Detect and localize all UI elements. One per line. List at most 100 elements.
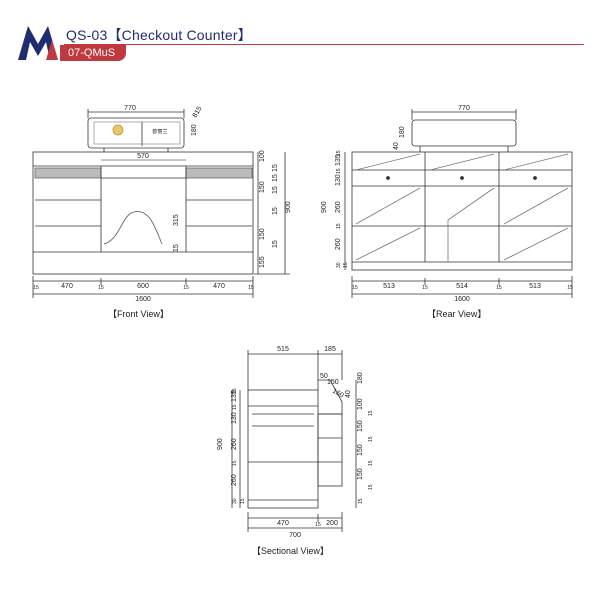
front-view-caption: 【Front View】 — [108, 309, 169, 319]
section-ldim-7: 30 — [232, 498, 238, 504]
rear-bdim-4: 15 — [496, 285, 502, 291]
front-top-h2: 180 — [191, 124, 198, 136]
rear-total-width: 1600 — [454, 296, 470, 303]
front-bdim-1: 470 — [61, 283, 73, 290]
section-rdim-5: 15 — [368, 436, 374, 442]
section-slope-0: 50 — [320, 373, 328, 380]
front-vdim-6: 15 — [272, 207, 279, 215]
section-body — [247, 389, 319, 509]
model-badge: 07-QMuS — [60, 45, 126, 61]
front-logo-icon — [112, 124, 124, 136]
section-ldim-5: 15 — [232, 460, 238, 466]
rear-bdim-0: 15 — [352, 285, 358, 291]
front-vdim-5: 315 — [173, 214, 180, 226]
rear-ldim-4: 260 — [335, 201, 342, 213]
section-ldim-6: 260 — [231, 474, 238, 486]
front-bdim-4: 15 — [183, 285, 189, 291]
front-vdim-3: 150 — [259, 181, 266, 193]
front-vdim-0: 100 — [259, 150, 266, 162]
front-vdim-8: 15 — [272, 240, 279, 248]
front-bdim-6: 15 — [248, 285, 254, 291]
section-slope-1: 150 — [327, 379, 339, 386]
section-rdim-3: 15 — [368, 410, 374, 416]
rear-height-total: 900 — [321, 201, 328, 213]
front-vdim-10: 15 — [173, 244, 180, 252]
rear-body — [351, 151, 573, 271]
front-vdim-7: 150 — [259, 228, 266, 240]
section-ldim-3: 130 — [231, 412, 238, 424]
rear-top-dim-1: 180 — [399, 126, 406, 138]
section-bdim-1: 15 — [315, 522, 321, 528]
front-bdim-0: 15 — [33, 285, 39, 291]
front-bdim-2: 15 — [98, 285, 104, 291]
rear-bdim-1: 513 — [383, 283, 395, 290]
section-top-dim-0: 515 — [277, 346, 289, 353]
section-slope-2: 160 — [331, 388, 345, 400]
rear-top-width: 770 — [458, 105, 470, 112]
front-top-glass — [93, 121, 181, 145]
page-title: QS-03【Checkout Counter】 — [66, 27, 252, 43]
front-inner-width: 570 — [137, 153, 149, 160]
rear-bdim-3: 514 — [456, 283, 468, 290]
rear-top-dim-0: 40 — [393, 142, 400, 150]
front-top-width: 770 — [124, 105, 136, 112]
dimension-labels: 770 815 180 欧丽兰 570 900 100 15 15 150 15… — [33, 105, 573, 539]
rear-bdim-6: 15 — [567, 285, 573, 291]
front-view — [32, 109, 290, 298]
header: QS-03【Checkout Counter】 07-QMuS — [0, 0, 600, 64]
front-top-logo-text: 欧丽兰 — [152, 128, 167, 135]
section-rdim-4: 150 — [357, 420, 364, 432]
section-total-depth: 700 — [289, 532, 301, 539]
front-bdim-3: 600 — [137, 283, 149, 290]
mountain-m-logo — [18, 26, 58, 60]
rear-ldim-6: 260 — [335, 238, 342, 250]
section-rdim-7: 15 — [368, 460, 374, 466]
sectional-view-caption: 【Sectional View】 — [252, 546, 329, 556]
rear-ldim-7: 30 — [336, 262, 342, 268]
section-height-total: 900 — [217, 438, 224, 450]
section-bdim-0: 470 — [277, 520, 289, 527]
section-ldim-8: 15 — [240, 498, 246, 504]
section-rear-shelf — [317, 413, 343, 487]
section-ldim-1: 135 — [231, 390, 238, 402]
front-top-unit — [87, 117, 185, 149]
front-right-band — [185, 167, 253, 179]
section-rdim-9: 15 — [368, 484, 374, 490]
section-ldim-2: 15 — [232, 404, 238, 410]
front-vdim-9: 155 — [259, 256, 266, 268]
rear-drawer-knob — [386, 176, 390, 180]
rear-ldim-5: 15 — [336, 223, 342, 229]
section-top-dim-1: 185 — [324, 346, 336, 353]
rear-ldim-8: 15 — [343, 262, 349, 268]
header-rule — [64, 44, 584, 45]
rear-bdim-5: 513 — [529, 283, 541, 290]
rear-ldim-1: 135 — [335, 154, 342, 166]
section-rdim-8: 150 — [357, 468, 364, 480]
section-bdim-2: 200 — [326, 520, 338, 527]
rear-view — [344, 109, 573, 298]
front-decor-curve — [103, 211, 163, 245]
rear-top-unit — [411, 119, 517, 147]
section-rdim-2: 100 — [357, 398, 364, 410]
rear-view-caption: 【Rear View】 — [427, 309, 487, 319]
sectional-view — [231, 350, 357, 532]
section-rdim-1: 40 — [345, 390, 352, 398]
front-total-width: 1600 — [135, 296, 151, 303]
front-top-h1: 815 — [192, 105, 204, 119]
front-left-band — [34, 167, 102, 179]
section-ldim-4: 260 — [231, 438, 238, 450]
front-vdim-4: 15 — [272, 186, 279, 194]
rear-ldim-0: 15 — [336, 150, 342, 156]
section-ldim-0: 15 — [232, 388, 238, 394]
front-body — [32, 151, 254, 275]
front-vdim-1: 15 — [272, 164, 279, 172]
front-bdim-5: 470 — [213, 283, 225, 290]
rear-ldim-3: 130 — [335, 174, 342, 186]
front-vdim-2: 15 — [272, 174, 279, 182]
rear-bdim-2: 15 — [422, 285, 428, 291]
section-rdim-6: 150 — [357, 444, 364, 456]
section-rdim-10: 15 — [358, 498, 364, 504]
rear-ldim-2: 15 — [336, 168, 342, 174]
section-rdim-0: 180 — [357, 372, 364, 384]
